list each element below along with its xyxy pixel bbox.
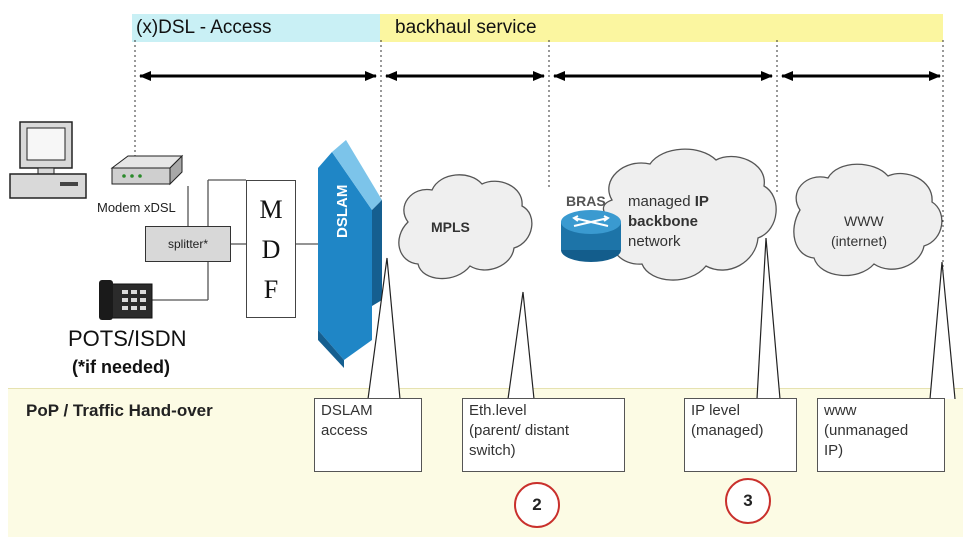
telephone-icon — [99, 280, 153, 320]
segment-dividers — [134, 40, 944, 405]
pots-isdn-label: POTS/ISDN — [68, 326, 187, 351]
www-cloud-label: WWW — [844, 213, 884, 229]
access-band — [132, 14, 380, 42]
pop-box-dslam-access: DSLAM access — [314, 398, 422, 472]
pop-box-line: DSLAM — [321, 402, 373, 419]
mpls-cloud — [398, 174, 533, 280]
mdf-box: M D F — [246, 180, 296, 318]
pop-box-line: www — [824, 402, 857, 419]
backhaul-label: backhaul service — [395, 17, 537, 38]
managed-ip-label: managed IP — [628, 193, 709, 210]
bras-label: BRAS — [566, 193, 606, 209]
mdf-letter-d: D — [261, 235, 281, 264]
internet-label: (internet) — [831, 233, 888, 249]
dslam-label: DSLAM — [334, 184, 351, 238]
pop-box-line: IP) — [824, 442, 844, 459]
marker-3: 3 — [725, 478, 771, 524]
mdf-letter-m: M — [259, 195, 283, 224]
pop-box-eth-level: Eth.level (parent/ distant switch) — [462, 398, 625, 472]
pop-box-line: switch) — [469, 442, 516, 459]
modem-label: Modem xDSL — [97, 200, 176, 215]
backbone-label: backbone — [628, 213, 699, 230]
callout-pointers — [367, 237, 956, 400]
splitter-box: splitter* — [145, 226, 231, 262]
mdf-letter-f: F — [263, 275, 279, 304]
mpls-label: MPLS — [431, 219, 470, 235]
modem-icon — [110, 154, 184, 186]
bras-router-icon — [561, 210, 621, 262]
pop-box-ip-level: IP level (managed) — [684, 398, 797, 472]
access-label: (x)DSL - Access — [136, 17, 272, 38]
pop-box-line: (managed) — [691, 422, 764, 439]
pop-box-line: access — [321, 422, 368, 439]
managed-text: managed — [628, 193, 691, 210]
pop-box-line: (unmanaged — [824, 422, 909, 439]
dslam-icon — [318, 140, 382, 368]
pop-box-line: (parent/ distant — [469, 422, 570, 439]
marker-2: 2 — [514, 482, 560, 528]
backhaul-band — [380, 14, 943, 42]
pop-label: PoP / Traffic Hand-over — [26, 401, 213, 420]
ip-text: IP — [694, 193, 709, 210]
pop-box-www: www (unmanaged IP) — [817, 398, 945, 472]
internet-cloud — [793, 163, 943, 277]
computer-icon — [9, 121, 87, 199]
wiring — [152, 179, 318, 301]
network-label: network — [628, 233, 681, 250]
if-needed-label: (*if needed) — [72, 357, 171, 377]
pop-box-line: Eth.level — [469, 402, 527, 419]
pop-box-line: IP level — [691, 402, 740, 419]
